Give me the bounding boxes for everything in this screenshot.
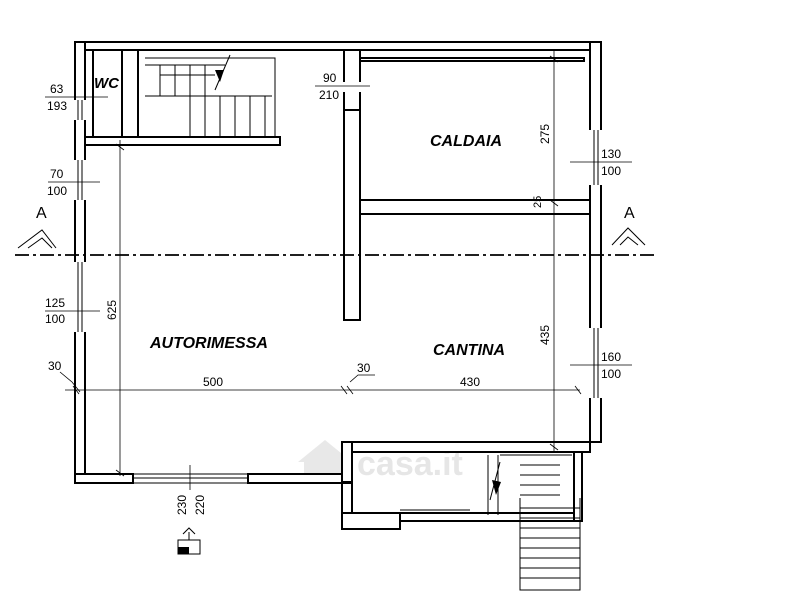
wall-cantina-bottom [341,441,591,453]
wall-bottom-room-right [573,451,583,522]
garage-door [133,473,248,484]
section-mark-left: A [36,205,47,222]
stair-door-width: 90 [323,71,337,85]
wall-step [341,441,353,483]
wall-left-label: 30 [48,359,62,373]
wall-caldaia-bottom [359,199,591,215]
wall-bottom-room-floor [399,512,581,522]
wall-right [589,41,602,443]
wall-top [74,41,602,51]
section-arrow-left-icon [17,229,57,249]
wall-wc-right [121,49,139,138]
wall-caldaia-left [343,109,361,321]
left-lower-window-width: 125 [45,296,65,310]
left-upper-window-height: 100 [47,184,67,198]
dimension-labels: 275 25 625 435 500 430 30 30 [48,124,552,389]
stair-door-height: 210 [319,88,339,102]
wall-wc-bottom [84,136,281,146]
windows [74,82,602,511]
autorimessa-depth-label: 625 [105,300,119,320]
inner-walls [84,49,591,321]
right-upper-window-height: 100 [601,164,621,178]
entrance-arrow-icon [182,527,196,540]
wall-caldaia-left-top [343,49,361,111]
section-line: A A [15,205,655,256]
section-arrow-right-icon [611,227,646,246]
wall-bottom-room-left [341,482,353,514]
wall-wc-left [84,49,94,138]
wc-window-width: 63 [50,82,64,96]
wc-window-height: 193 [47,99,67,113]
room-label-wc: WC [94,75,120,92]
wall-caldaia-inner-top [359,57,585,62]
room-label-cantina: CANTINA [433,342,505,359]
garage-door-height: 220 [193,495,207,515]
section-mark-right: A [624,205,635,222]
right-lower-window-width: 160 [601,350,621,364]
partition-label: 25 [532,196,544,208]
stair-top [145,54,276,137]
stair-arrow-icon [215,70,224,82]
stair-bottom [487,454,581,591]
dimension-lines [45,50,632,490]
right-upper-window-width: 130 [601,147,621,161]
left-lower-window-height: 100 [45,312,65,326]
garage-door-width: 230 [175,495,189,515]
caldaia-depth-label: 275 [538,124,552,144]
room-label-caldaia: CALDAIA [430,133,502,150]
cantina-width-label: 430 [460,375,480,389]
left-upper-window-width: 70 [50,167,64,181]
wall-bottom-left [74,473,134,484]
cantina-depth-label: 435 [538,325,552,345]
orientation-symbol [177,527,201,555]
room-label-autorimessa: AUTORIMESSA [149,335,268,352]
room-labels: WC CALDAIA AUTORIMESSA CANTINA [94,75,505,359]
wall-bottom-mid [247,473,351,484]
autorimessa-width-label: 500 [203,375,223,389]
stair-bottom-arrow-icon [492,480,501,495]
wall-mid-label: 30 [357,361,371,375]
right-lower-window-height: 100 [601,367,621,381]
watermark-house-icon [298,440,352,478]
wall-bottom-room-base [341,512,401,530]
opening-labels: 63 193 90 210 70 100 125 100 130 100 160… [45,71,621,515]
